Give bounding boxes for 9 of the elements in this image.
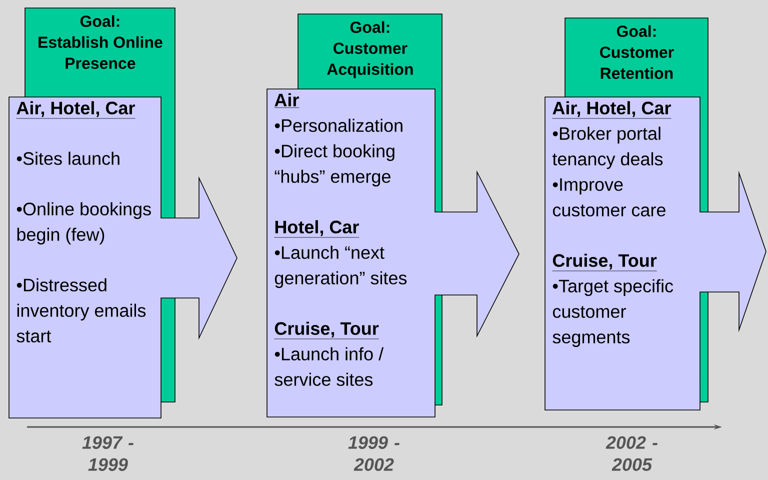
phase-panel: Air, Hotel, Car •Broker portal tenancy deals •Improve customer care Cruise, Tour •Target specific customer segments — [544, 96, 766, 410]
goal-label: Goal: Customer Acquisition — [327, 21, 413, 78]
phase-panel: Air •Personalization •Direct booking “hubs” emerge Hotel, Car •Launch “next generation” sites Cruise, Tour •Launch info / service sites — [266, 88, 520, 418]
goal-label: Goal: Establish Online Presence — [38, 15, 162, 69]
year-range-label: 1997 - 1999 — [82, 436, 134, 471]
phase-panel: Air, Hotel, Car •Sites launch •Online bookings begin (few) •Distressed inventory emails start — [8, 96, 238, 418]
goal-label: Goal: Customer Retention — [600, 25, 674, 79]
year-range-label: 2002 - 2005 — [606, 436, 658, 471]
year-range-label: 1999 - 2002 — [348, 436, 400, 471]
